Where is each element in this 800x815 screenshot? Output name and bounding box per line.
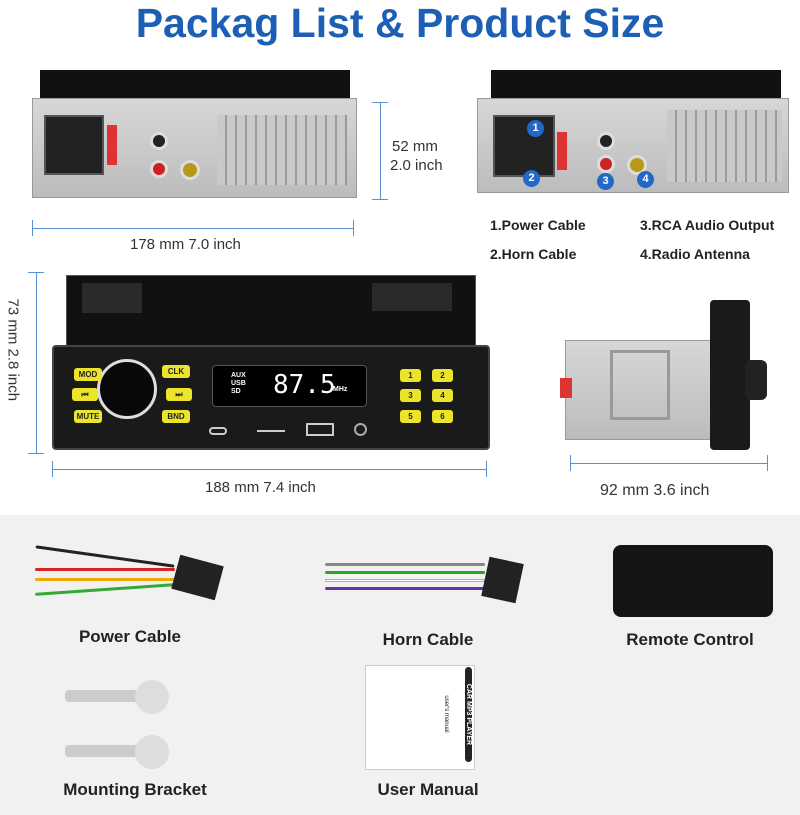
rear-height-inch: 2.0 inch: [390, 157, 443, 174]
mode-button[interactable]: MOD: [74, 368, 102, 381]
side-depth-label: 92 mm 3.6 inch: [600, 482, 710, 499]
source-usb: USB: [231, 380, 246, 387]
legend-1: 1.Power Cable: [490, 217, 586, 233]
legend-4: 4.Radio Antenna: [640, 246, 750, 262]
badge-2: 2: [523, 170, 540, 187]
badge-3: 3: [597, 173, 614, 190]
preset-1[interactable]: 1: [400, 369, 421, 382]
mute-button[interactable]: MUTE: [74, 410, 102, 423]
manual-subtitle: user's manual: [443, 695, 449, 733]
legend-3: 3.RCA Audio Output: [640, 217, 775, 233]
horn-cable-image: [325, 555, 525, 615]
prev-button[interactable]: ⏮: [72, 388, 98, 401]
source-aux: AUX: [231, 372, 246, 379]
rear-width-label: 178 mm 7.0 inch: [130, 236, 241, 253]
power-cable-image: [35, 545, 225, 610]
bnd-button[interactable]: BND: [162, 410, 190, 423]
rear-height-mm: 52 mm: [392, 138, 438, 155]
preset-4[interactable]: 4: [432, 389, 453, 402]
legend-2: 2.Horn Cable: [490, 246, 577, 262]
mounting-bracket-image: [65, 680, 175, 775]
item-user-manual: User Manual: [377, 780, 479, 799]
item-remote-control: Remote Control: [626, 630, 754, 649]
side-view-image: [560, 300, 780, 450]
item-mounting-bracket: Mounting Bracket: [63, 780, 207, 799]
lcd-display: AUX USB SD 87.5 MHz: [212, 365, 367, 407]
preset-5[interactable]: 5: [400, 410, 421, 423]
next-button[interactable]: ⏭: [166, 388, 192, 401]
front-height-label: 73 mm 2.8 inch: [4, 298, 22, 402]
frequency-readout: 87.5: [273, 370, 336, 400]
user-manual-image: CAR MP3 PLAYER user's manual: [365, 665, 475, 770]
front-view-image: MOD CLK ⏮ ⏭ MUTE BND AUX USB SD 87.5 MHz…: [52, 275, 490, 455]
preset-2[interactable]: 2: [432, 369, 453, 382]
remote-control-image: [613, 545, 773, 617]
manual-title: CAR MP3 PLAYER: [465, 667, 472, 762]
front-width-label: 188 mm 7.4 inch: [205, 479, 316, 496]
rear-view-image: [32, 70, 357, 200]
badge-4: 4: [637, 171, 654, 188]
preset-6[interactable]: 6: [432, 410, 453, 423]
package-panel: Power Cable Horn Cable Remote Control Mo…: [0, 515, 800, 815]
clk-button[interactable]: CLK: [162, 365, 190, 378]
source-sd: SD: [231, 388, 241, 395]
page-title: Packag List & Product Size: [135, 0, 665, 46]
preset-3[interactable]: 3: [400, 389, 421, 402]
badge-1: 1: [527, 120, 544, 137]
frequency-unit: MHz: [333, 386, 348, 393]
item-horn-cable: Horn Cable: [382, 630, 474, 649]
item-power-cable: Power Cable: [78, 627, 182, 646]
connector-view-image: 1 2 3 4: [477, 70, 789, 195]
